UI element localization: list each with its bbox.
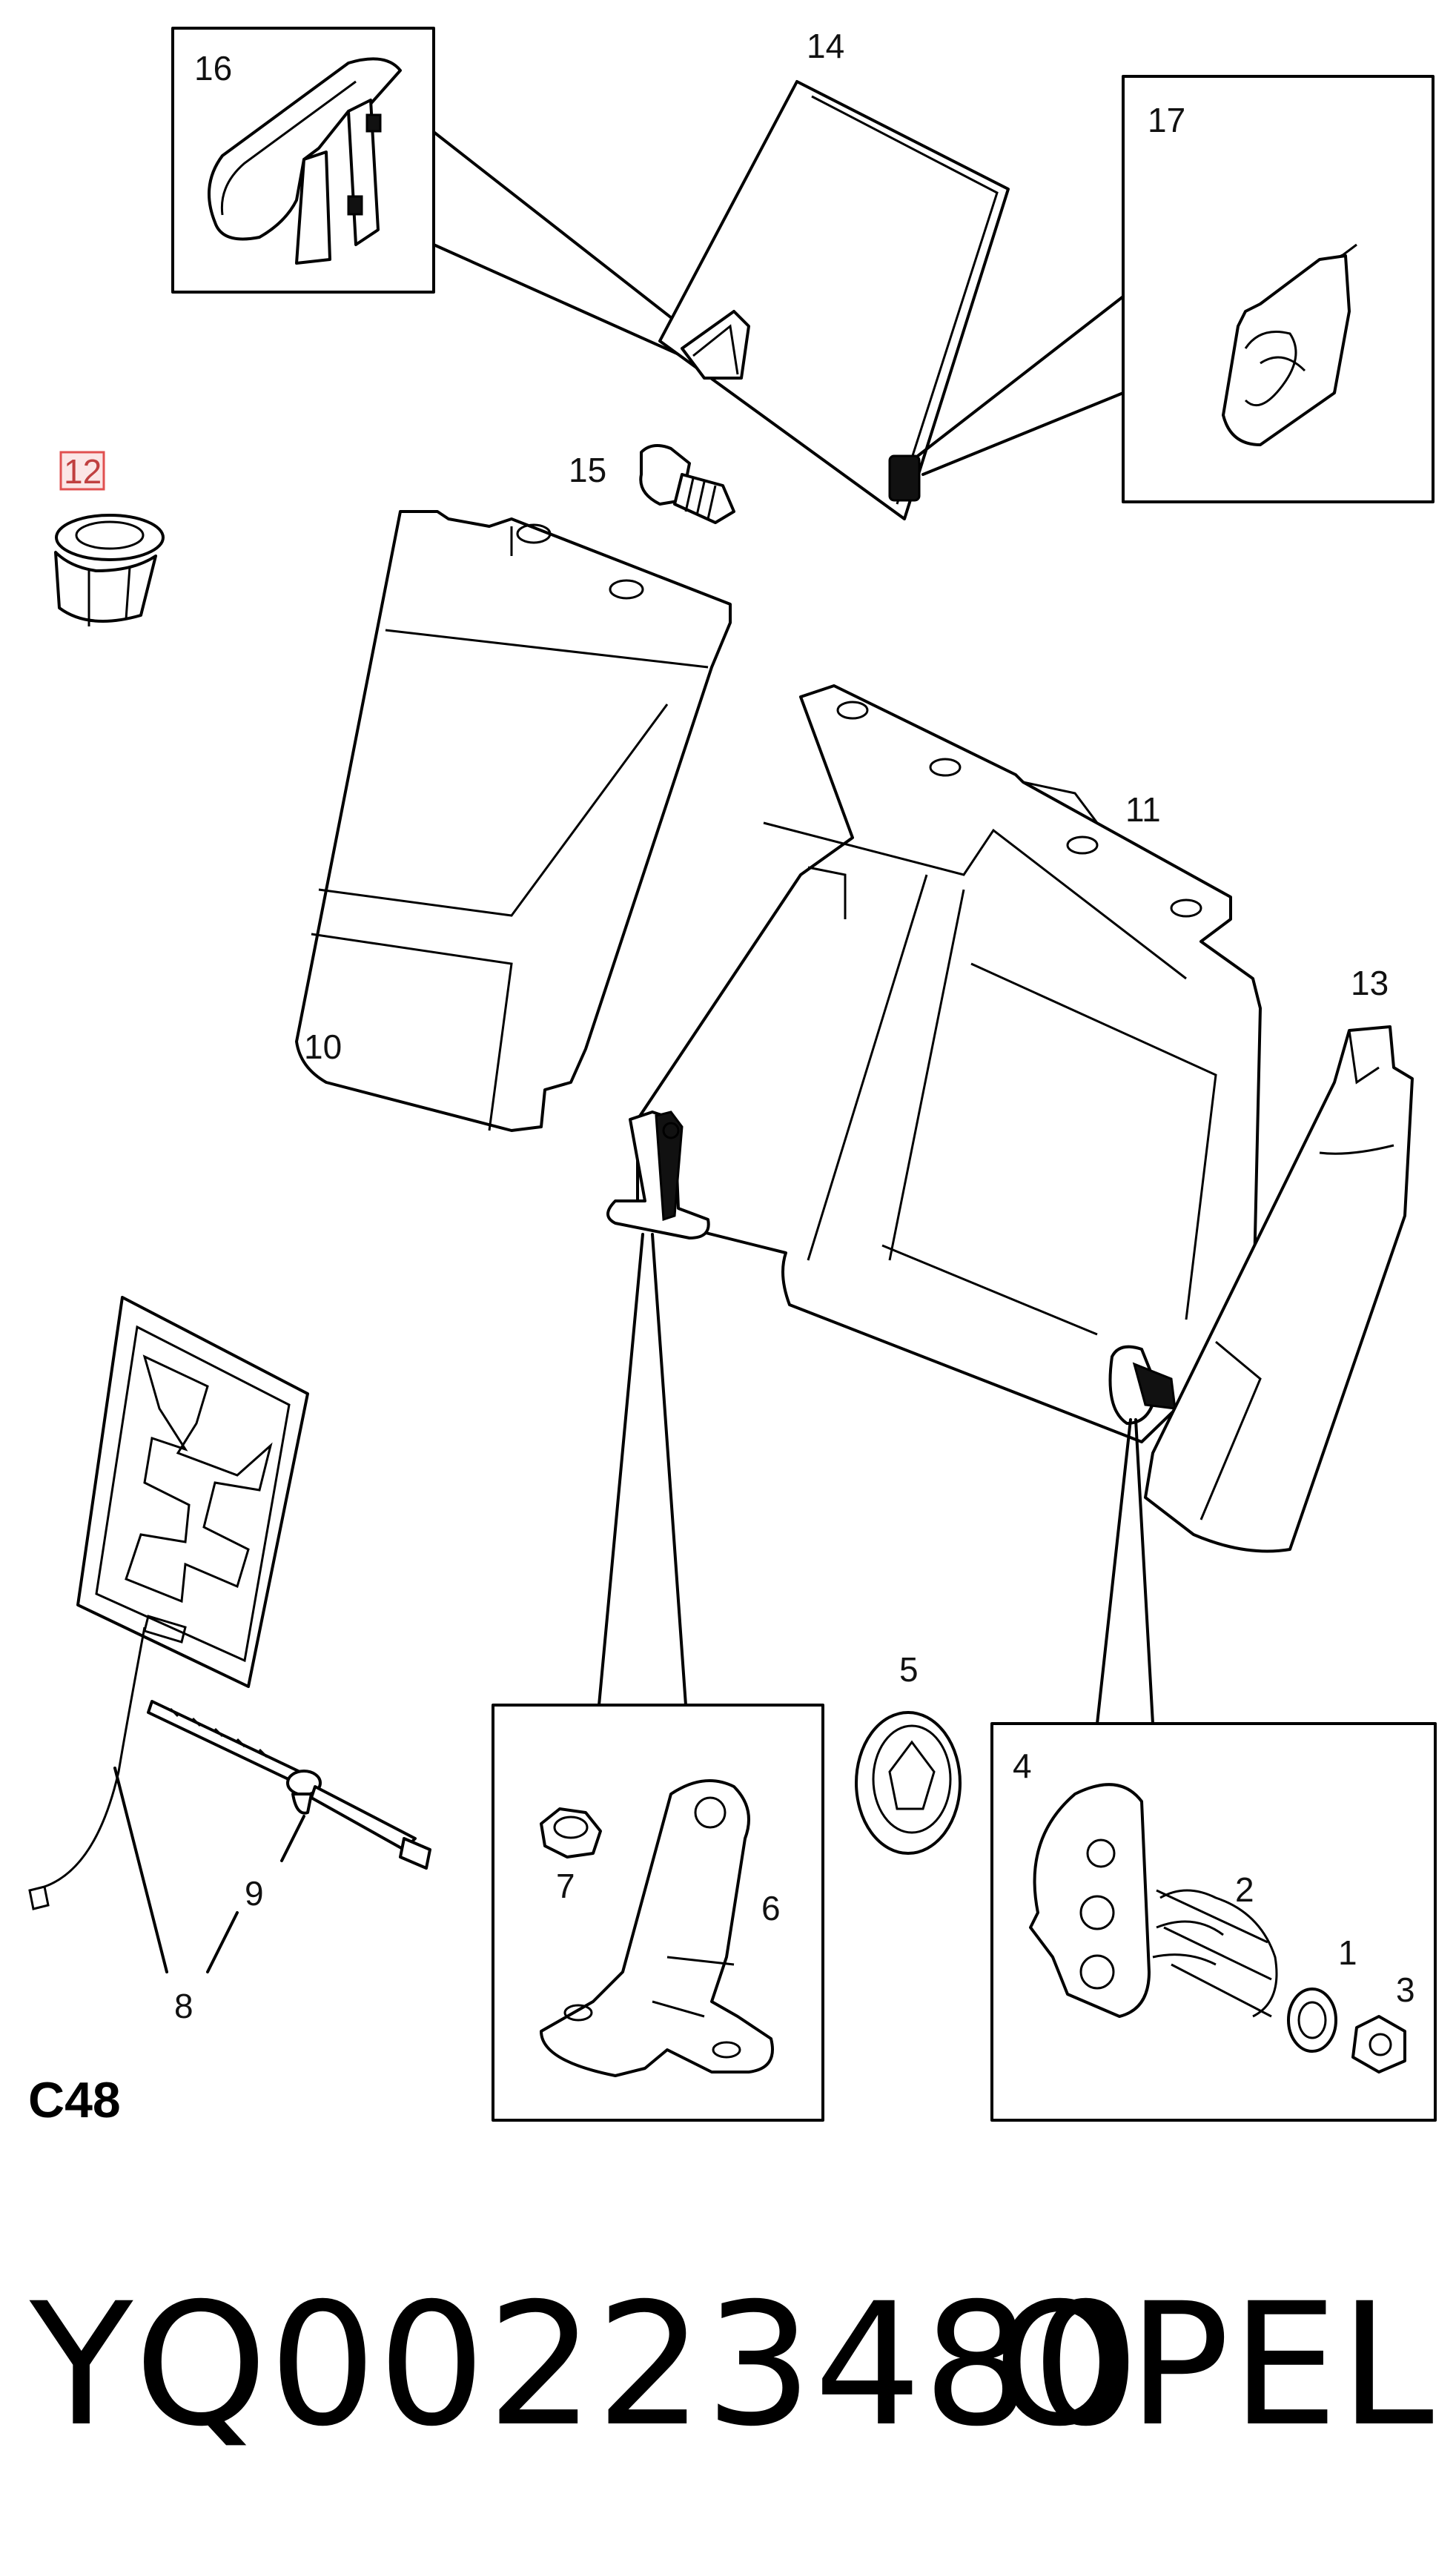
part-5-washer [855, 1711, 962, 1855]
part-10-left-backrest [295, 510, 732, 1132]
part-8-heating-mat [28, 1296, 309, 1910]
callout-4: 4 [1013, 1747, 1032, 1785]
callout-6: 6 [761, 1889, 781, 1927]
part-14-backrest-panel [658, 80, 1010, 520]
callout-9: 9 [245, 1874, 264, 1913]
callout-11: 11 [1125, 790, 1161, 829]
part-9-cable-tie [147, 1700, 431, 1870]
hinge-assembly-center [606, 1111, 710, 1240]
leader-9 [280, 1815, 305, 1862]
inset-box-6-7 [492, 1704, 824, 2122]
callout-8: 8 [174, 1987, 193, 2025]
latch-assembly-right [1108, 1345, 1177, 1425]
part-12-clip [54, 514, 165, 626]
callout-5: 5 [899, 1650, 919, 1689]
callout-7: 7 [556, 1867, 575, 1905]
inset-box-16 [171, 27, 435, 294]
callout-1: 1 [1338, 1933, 1357, 1972]
inset-box-17 [1122, 75, 1435, 503]
part-15-bolt [639, 444, 735, 524]
leader-6 [598, 1233, 687, 1707]
callout-16: 16 [194, 49, 232, 87]
callout-12-highlight [59, 451, 105, 491]
inset-box-1-4 [990, 1722, 1437, 2122]
callout-14: 14 [807, 27, 844, 65]
brand-name: OPEL [993, 2266, 1435, 2463]
callout-15: 15 [569, 451, 606, 489]
part-number: YQ00223480 [30, 2266, 1142, 2463]
leader-16 [432, 130, 684, 357]
leader-8 [113, 1767, 239, 1973]
section-code: C48 [28, 2072, 121, 2128]
callout-17: 17 [1148, 101, 1185, 139]
part-13-side-bolster [1144, 1025, 1414, 1553]
callout-10: 10 [304, 1027, 342, 1066]
callout-12: 12 [64, 452, 102, 491]
leader-17 [916, 295, 1125, 476]
callout-13: 13 [1351, 964, 1389, 1002]
callout-3: 3 [1396, 1970, 1415, 2009]
part-11-right-backrest [636, 684, 1262, 1443]
leader-4 [1096, 1418, 1154, 1725]
callout-2: 2 [1235, 1870, 1254, 1909]
